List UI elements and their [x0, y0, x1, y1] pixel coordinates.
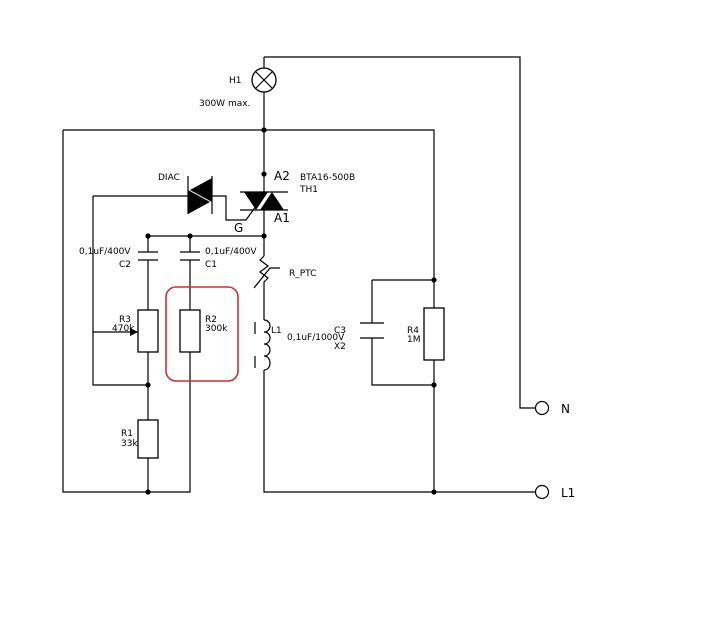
diac: [187, 176, 213, 214]
r4-ref: R4: [407, 326, 419, 336]
r2-highlight-box: [165, 286, 239, 382]
lamp-ref: H1: [229, 76, 242, 86]
diac-label: DIAC: [158, 173, 180, 183]
potentiometer-r3: [130, 309, 159, 353]
r1-value: 33k: [121, 439, 138, 449]
r3-ref: R3: [119, 315, 131, 325]
c3-value: 0,1uF/1000V: [287, 333, 345, 343]
triac-gate-label: G: [234, 221, 243, 235]
triac-th1: [240, 174, 288, 211]
terminal-n: [534, 400, 550, 416]
triac-part: BTA16-500B: [300, 173, 355, 183]
ptc-resistor: [253, 255, 280, 289]
r4-value: 1M: [407, 335, 421, 345]
c1-ref: C1: [205, 260, 217, 270]
capacitor-c1: [180, 244, 200, 268]
c2-ref: C2: [119, 260, 131, 270]
c1-value: 0,1uF/400V: [205, 247, 257, 257]
r1-ref: R1: [121, 429, 133, 439]
c3-ref: C3: [334, 326, 346, 336]
resistor-r4: [423, 307, 445, 361]
resistor-r1: [137, 419, 159, 459]
r3-value: 470k: [112, 324, 135, 334]
lamp-h1: [251, 67, 277, 93]
wires: [62, 56, 535, 493]
capacitor-c3: [360, 322, 384, 345]
r2-value: 300k: [205, 324, 228, 334]
terminal-l1-label: L1: [561, 486, 575, 500]
terminal-l1: [534, 484, 550, 500]
terminal-n-label: N: [561, 402, 570, 416]
ptc-ref: R_PTC: [289, 269, 316, 279]
l1-ref: L1: [271, 326, 282, 336]
c3-class: X2: [334, 342, 346, 352]
inductor-l1: [254, 319, 271, 371]
r2-ref: R2: [205, 315, 217, 325]
triac-a1-label: A1: [274, 211, 290, 225]
triac-ref: TH1: [299, 185, 318, 195]
triac-a2-label: A2: [274, 169, 290, 183]
c2-value: 0,1uF/400V: [79, 247, 131, 257]
lamp-rating: 300W max.: [199, 99, 250, 109]
capacitor-c2: [138, 244, 158, 268]
resistor-r2: [179, 309, 201, 353]
